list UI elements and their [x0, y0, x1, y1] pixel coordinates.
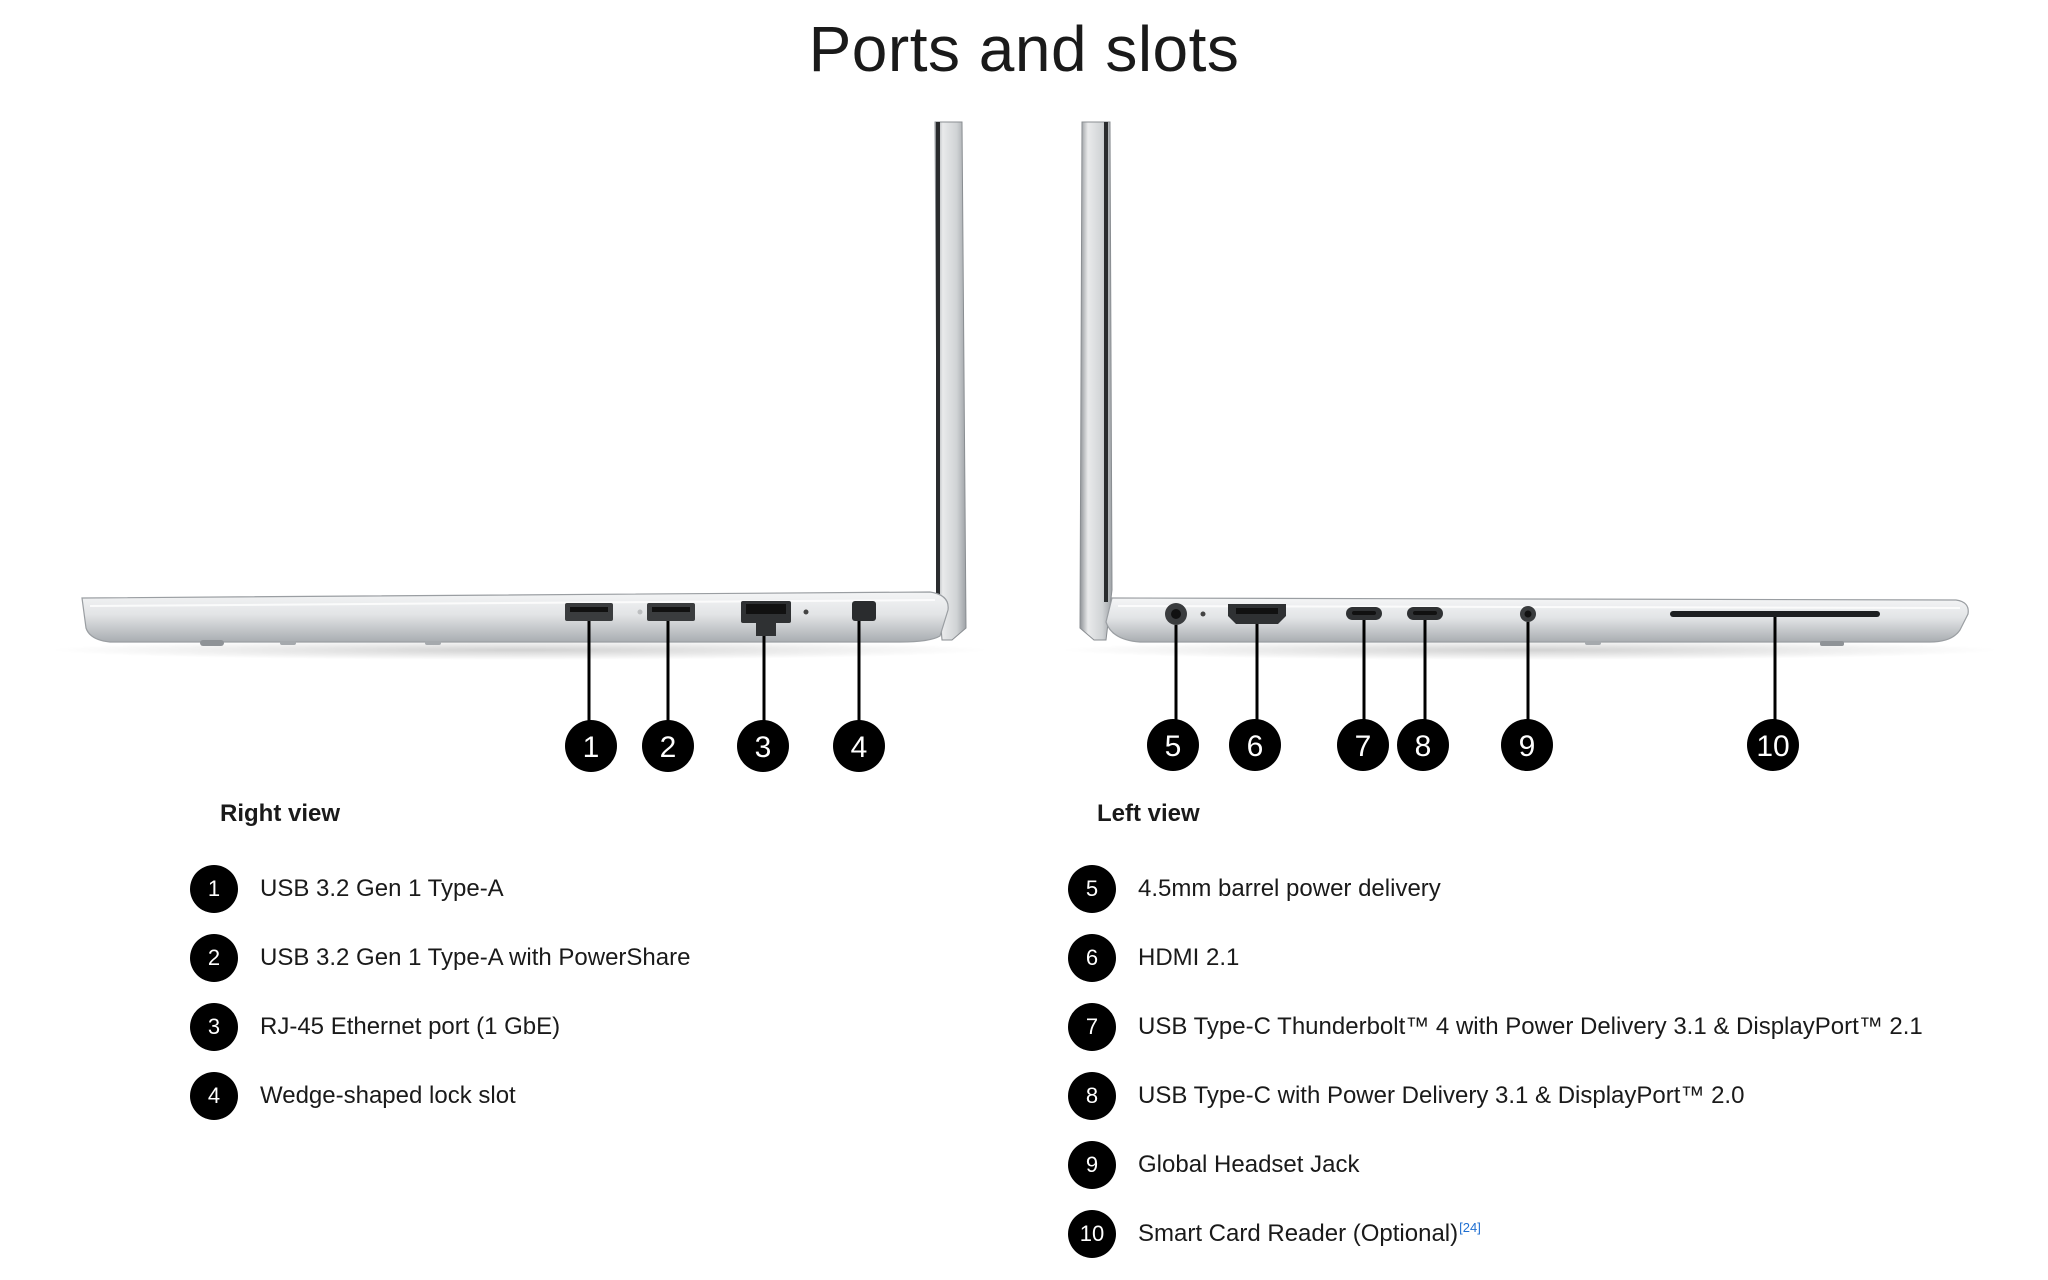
svg-text:6: 6 — [1247, 730, 1264, 763]
legend-label: USB Type-C with Power Delivery 3.1 & Dis… — [1138, 1081, 1745, 1109]
smart-card-slot-icon — [1670, 611, 1880, 617]
svg-text:10: 10 — [1756, 730, 1789, 763]
callout-8: 8 — [1397, 719, 1449, 771]
svg-text:3: 3 — [755, 731, 772, 764]
svg-text:5: 5 — [1165, 730, 1182, 763]
legend-number-badge: 7 — [1068, 1002, 1116, 1051]
legend-item-1: 1 USB 3.2 Gen 1 Type-A — [190, 854, 690, 923]
legend-number-badge: 1 — [190, 864, 238, 913]
left-view-legend: 5 4.5mm barrel power delivery 6 HDMI 2.1… — [1068, 854, 1923, 1268]
callout-4: 4 — [833, 720, 885, 772]
hdmi-port-icon — [1228, 604, 1286, 624]
legend-number-badge: 5 — [1068, 864, 1116, 913]
legend-number-badge: 9 — [1068, 1140, 1116, 1189]
svg-text:1: 1 — [583, 731, 600, 764]
svg-text:7: 7 — [1355, 730, 1372, 763]
callout-7: 7 — [1337, 719, 1389, 771]
legend-label: Wedge-shaped lock slot — [260, 1081, 516, 1109]
legend-number-badge: 3 — [190, 1002, 238, 1051]
legend-item-6: 6 HDMI 2.1 — [1068, 923, 1923, 992]
legend-item-3: 3 RJ-45 Ethernet port (1 GbE) — [190, 992, 690, 1061]
legend-item-9: 9 Global Headset Jack — [1068, 1130, 1923, 1199]
legend-item-10: 10 Smart Card Reader (Optional)[24] — [1068, 1199, 1923, 1268]
rj45-port-icon — [741, 601, 791, 636]
svg-text:2: 2 — [660, 731, 677, 764]
left-view-heading: Left view — [1097, 800, 1200, 827]
legend-label: RJ-45 Ethernet port (1 GbE) — [260, 1012, 561, 1040]
right-view-base — [81, 591, 949, 643]
laptop-side-views-illustration: 1 2 3 4 5 6 7 8 9 10 — [50, 121, 2000, 772]
svg-text:4: 4 — [851, 731, 868, 764]
callout-1: 1 — [565, 720, 617, 772]
left-view-laptop — [1060, 121, 2000, 660]
legend-label: 4.5mm barrel power delivery — [1138, 874, 1441, 902]
callout-2: 2 — [642, 720, 694, 772]
svg-text:8: 8 — [1415, 730, 1432, 763]
status-light-icon — [803, 609, 809, 615]
legend-label: USB Type-C Thunderbolt™ 4 with Power Del… — [1138, 1012, 1923, 1040]
legend-number-badge: 8 — [1068, 1071, 1116, 1120]
legend-number-badge: 10 — [1068, 1209, 1116, 1258]
legend-label: Global Headset Jack — [1138, 1150, 1360, 1178]
power-indicator-icon — [1200, 611, 1206, 617]
barrel-power-port-icon — [1165, 603, 1187, 625]
legend-item-7: 7 USB Type-C Thunderbolt™ 4 with Power D… — [1068, 992, 1923, 1061]
wedge-lock-slot-icon — [852, 601, 876, 621]
headset-jack-icon — [1520, 606, 1536, 622]
legend-item-2: 2 USB 3.2 Gen 1 Type-A with PowerShare — [190, 923, 690, 992]
footnote-link[interactable]: [24] — [1459, 1219, 1481, 1235]
svg-text:9: 9 — [1519, 730, 1536, 763]
right-view-laptop — [50, 121, 990, 660]
legend-label: HDMI 2.1 — [1138, 943, 1240, 971]
callout-5: 5 — [1147, 719, 1199, 771]
usb-a-port-icon — [565, 603, 613, 621]
legend-number-badge: 6 — [1068, 933, 1116, 982]
callout-9: 9 — [1501, 719, 1553, 771]
legend-item-8: 8 USB Type-C with Power Delivery 3.1 & D… — [1068, 1061, 1923, 1130]
usb-c-thunderbolt-port-icon — [1346, 607, 1382, 620]
usb-a-powershare-port-icon — [637, 603, 695, 621]
legend-label: USB 3.2 Gen 1 Type-A — [260, 874, 504, 902]
right-view-heading: Right view — [220, 800, 341, 827]
right-view-legend: 1 USB 3.2 Gen 1 Type-A 2 USB 3.2 Gen 1 T… — [190, 854, 690, 1130]
legend-label-text: Smart Card Reader (Optional) — [1138, 1219, 1459, 1247]
legend-item-4: 4 Wedge-shaped lock slot — [190, 1061, 690, 1130]
legend-number-badge: 4 — [190, 1071, 238, 1120]
legend-label: USB 3.2 Gen 1 Type-A with PowerShare — [260, 943, 691, 971]
callout-3: 3 — [737, 720, 789, 772]
legend-number-badge: 2 — [190, 933, 238, 982]
callout-10: 10 — [1747, 719, 1799, 771]
callout-6: 6 — [1229, 719, 1281, 771]
left-view-base — [1105, 597, 1969, 643]
legend-label: Smart Card Reader (Optional)[24] — [1138, 1220, 1481, 1248]
usb-c-port-icon — [1407, 607, 1443, 620]
page-title: Ports and slots — [808, 13, 1240, 85]
callout-lines — [587, 617, 1777, 724]
legend-item-5: 5 4.5mm barrel power delivery — [1068, 854, 1923, 923]
